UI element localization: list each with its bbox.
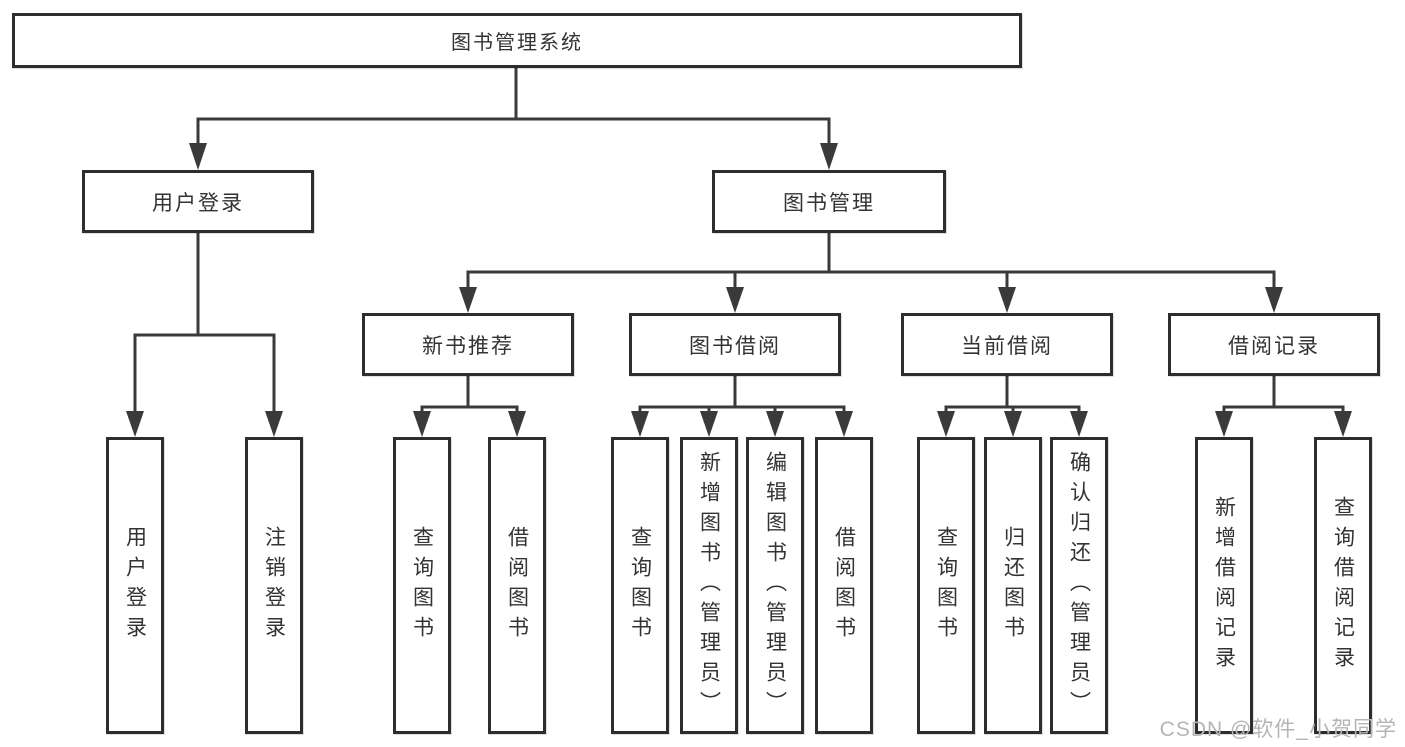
leaf-add-borrow-record-label: 新增借阅记录: [1212, 495, 1236, 676]
leaf-add-book-admin-label: 新增图书（管理员）: [697, 450, 721, 721]
leaf-logout: 注销登录: [245, 437, 303, 734]
leaf-return-book-label: 归还图书: [1001, 525, 1025, 646]
connector-book-management-to-level3: [466, 231, 1276, 290]
leaf-query-books-recommend: 查询图书: [393, 437, 451, 734]
leaf-query-books-borrow-label: 查询图书: [628, 525, 652, 646]
arrowheads-level3: [459, 287, 1283, 313]
leaf-add-book-admin: 新增图书（管理员）: [680, 437, 738, 734]
node-book-borrow: 图书借阅: [629, 313, 841, 376]
leaf-borrow-books: 借阅图书: [815, 437, 873, 734]
leaf-user-login: 用户登录: [106, 437, 164, 734]
leaf-logout-label: 注销登录: [262, 525, 286, 646]
leaf-borrow-books-recommend: 借阅图书: [488, 437, 546, 734]
connector-current-borrow-to-leaves: [944, 374, 1081, 414]
leaf-return-book: 归还图书: [984, 437, 1042, 734]
arrowheads-user-login-leaves: [126, 411, 283, 437]
connector-book-borrow-to-leaves: [638, 374, 846, 414]
node-system-root-label: 图书管理系统: [451, 32, 583, 54]
arrowheads-current-borrow-leaves: [937, 411, 1088, 437]
node-book-management-label: 图书管理: [783, 191, 875, 215]
leaf-add-borrow-record: 新增借阅记录: [1195, 437, 1253, 734]
connector-user-login-to-leaves: [133, 231, 276, 414]
leaf-borrow-books-recommend-label: 借阅图书: [505, 525, 529, 646]
connector-root-to-level2: [196, 66, 831, 146]
node-new-book-recommend-label: 新书推荐: [422, 334, 514, 358]
leaf-query-books-recommend-label: 查询图书: [410, 525, 434, 646]
leaf-query-books-current-label: 查询图书: [934, 525, 958, 646]
leaf-confirm-return-admin-label: 确认归还（管理员）: [1067, 450, 1091, 721]
node-borrow-records: 借阅记录: [1168, 313, 1380, 376]
node-current-borrow: 当前借阅: [901, 313, 1113, 376]
node-borrow-records-label: 借阅记录: [1228, 334, 1320, 358]
leaf-query-borrow-record: 查询借阅记录: [1314, 437, 1372, 734]
leaf-confirm-return-admin: 确认归还（管理员）: [1050, 437, 1108, 734]
connector-new-book-recommend-to-leaves: [420, 374, 519, 414]
leaf-edit-book-admin-label: 编辑图书（管理员）: [763, 450, 787, 721]
leaf-borrow-books-label: 借阅图书: [832, 525, 856, 646]
node-current-borrow-label: 当前借阅: [961, 334, 1053, 358]
node-user-login: 用户登录: [82, 170, 314, 233]
node-system-root: 图书管理系统: [12, 13, 1022, 68]
node-user-login-label: 用户登录: [152, 191, 244, 215]
node-book-management: 图书管理: [712, 170, 946, 233]
leaf-user-login-label: 用户登录: [123, 525, 147, 646]
leaf-query-borrow-record-label: 查询借阅记录: [1331, 495, 1355, 676]
arrowheads-borrow-records-leaves: [1215, 411, 1352, 437]
arrowheads-book-borrow-leaves: [631, 411, 853, 437]
connector-borrow-records-to-leaves: [1222, 374, 1345, 414]
leaf-edit-book-admin: 编辑图书（管理员）: [746, 437, 804, 734]
node-book-borrow-label: 图书借阅: [689, 334, 781, 358]
node-new-book-recommend: 新书推荐: [362, 313, 574, 376]
leaf-query-books-borrow: 查询图书: [611, 437, 669, 734]
csdn-watermark: CSDN @软件_小贺同学: [1159, 718, 1397, 741]
leaf-query-books-current: 查询图书: [917, 437, 975, 734]
arrowheads-level2: [189, 143, 838, 170]
arrowheads-new-book-recommend-leaves: [413, 411, 526, 437]
